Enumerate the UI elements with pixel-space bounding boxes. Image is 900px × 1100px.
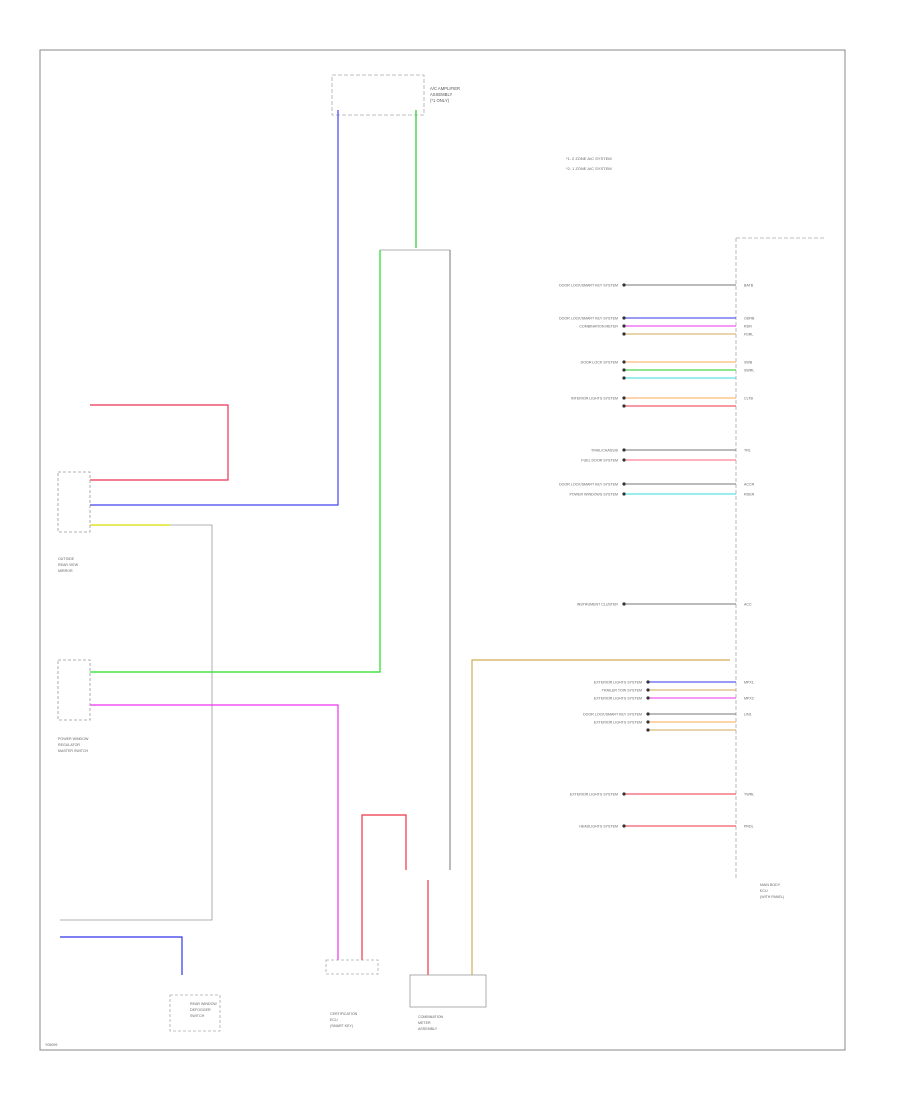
svg-text:ASSEMBLY: ASSEMBLY [418, 1027, 438, 1031]
ecu-system-label: FUEL DOOR SYSTEM [581, 459, 618, 463]
ecu-system-label: DOOR LOCK SYSTEM [581, 361, 618, 365]
ecu-system-label: COMBINATION METER [579, 325, 618, 329]
ecu-pin-label: BATB [744, 284, 754, 288]
svg-text:REGULATOR: REGULATOR [58, 743, 80, 747]
ecu-terminal [622, 368, 626, 372]
ecu-terminal [622, 396, 626, 400]
ecu-terminal [622, 283, 626, 287]
wire-green [90, 250, 381, 673]
svg-text:(WITH PANEL): (WITH PANEL) [760, 895, 784, 899]
svg-text:REAR WINDOW: REAR WINDOW [190, 1002, 217, 1006]
ecu-terminal [622, 602, 626, 606]
ecu-pin-label: SWB [744, 361, 753, 365]
ecu-terminal [622, 376, 626, 380]
ecu-system-label: DOOR LOCK/SMART KEY SYSTEM [559, 317, 618, 321]
ecu-pin-label: TRL [744, 449, 751, 453]
ecu-terminal [622, 316, 626, 320]
ecu-system-label: POWER WINDOWS SYSTEM [569, 493, 618, 497]
svg-text:ECU: ECU [760, 889, 768, 893]
ecu-terminal [646, 728, 650, 732]
svg-text:ASSEMBLY: ASSEMBLY [430, 92, 452, 97]
svg-text:OUTSIDE: OUTSIDE [58, 557, 75, 561]
wire-tan [471, 659, 730, 975]
wire-red-lower [361, 814, 407, 960]
a-c-amplifier-label: A/C AMPLIFIER [430, 86, 460, 91]
svg-text:ECU: ECU [330, 1018, 338, 1022]
footer-id: Y05099 [45, 1043, 57, 1047]
svg-text:MASTER SWITCH: MASTER SWITCH [58, 749, 89, 753]
svg-text:DEFOGGER: DEFOGGER [190, 1008, 211, 1012]
ecu-terminal [646, 712, 650, 716]
svg-text:CERTIFICATION: CERTIFICATION [330, 1012, 358, 1016]
main-body-ecu-label: MAIN BODY [760, 883, 781, 887]
svg-text:COMBINATION: COMBINATION [418, 1015, 443, 1019]
ecu-pin-label: RDR [744, 325, 752, 329]
ecu-system-label: TRAIL/CHASSIS [591, 449, 619, 453]
wire-blue-bottom [60, 936, 183, 975]
ecu-system-label: TRAILER TOW SYSTEM [602, 689, 642, 693]
ecu-wire-list: DOOR LOCK/SMART KEY SYSTEM BATB DOOR LOCK/… [559, 283, 755, 829]
diagram-frame [39, 49, 846, 1051]
ecu-system-label: INTERIOR LIGHTS SYSTEM [571, 397, 618, 401]
ecu-pin-label: SWRL [744, 369, 754, 373]
wire-gray-right [60, 524, 213, 921]
note-1: *1: 2 ZONE A/C SYSTEM [566, 156, 612, 161]
outside-rearview-switch: OUTSIDE REAR VIEW MIRROR [57, 471, 91, 573]
ecu-system-label: DOOR LOCK/SMART KEY SYSTEM [559, 284, 618, 288]
ecu-terminal [622, 458, 626, 462]
ecu-pin-label: ODRB [744, 317, 755, 321]
ecu-pin-label: LIN1 [744, 713, 752, 717]
ecu-terminal [622, 404, 626, 408]
wire-red-top [90, 404, 229, 481]
ecu-terminal [622, 448, 626, 452]
ecu-system-label: EXTERIOR LIGHTS SYSTEM [570, 793, 618, 797]
certification-ecu: CERTIFICATION ECU (SMART KEY) [325, 959, 379, 1028]
wire-blue [90, 110, 339, 506]
ecu-pin-label: TWRL [744, 793, 754, 797]
ecu-system-label: DOOR LOCK/SMART KEY SYSTEM [559, 483, 618, 487]
a-c-amplifier: A/C AMPLIFIER ASSEMBLY (*1 ONLY) [331, 74, 460, 116]
ecu-pin-label: RDER [744, 493, 755, 497]
ecu-pin-label: MPX1 [744, 681, 754, 685]
ecu-pin-label: PRDL [744, 825, 754, 829]
ecu-system-label: EXTERIOR LIGHTS SYSTEM [594, 721, 642, 725]
svg-text:SWITCH: SWITCH [190, 1014, 205, 1018]
svg-text:MIRROR: MIRROR [58, 569, 73, 573]
rear-window-switch: REAR WINDOW DEFOGGER SWITCH [169, 994, 221, 1032]
ecu-terminal [622, 332, 626, 336]
svg-text:(*1 ONLY): (*1 ONLY) [430, 98, 450, 103]
ecu-terminal [622, 360, 626, 364]
combination-meter: COMBINATION METER ASSEMBLY [409, 974, 487, 1031]
svg-text:POWER WINDOW: POWER WINDOW [58, 737, 89, 741]
ecu-terminal [622, 792, 626, 796]
ecu-pin-label: ACC [744, 603, 752, 607]
wire-magenta [90, 704, 339, 960]
ecu-pin-label: CLTB [744, 397, 754, 401]
ecu-system-label: EXTERIOR LIGHTS SYSTEM [594, 697, 642, 701]
note-2: *2: 1 ZONE A/C SYSTEM [566, 166, 612, 171]
ecu-system-label: INSTRUMENT CLUSTER [577, 603, 619, 607]
ecu-system-label: HEADLIGHTS SYSTEM [579, 825, 618, 829]
ecu-terminal [622, 482, 626, 486]
power-window-switch: POWER WINDOW REGULATOR MASTER SWITCH [57, 659, 91, 753]
main-body-ecu: MAIN BODY ECU (WITH PANEL) [735, 237, 824, 899]
ecu-terminal [622, 824, 626, 828]
ecu-terminal [646, 688, 650, 692]
svg-text:(SMART KEY): (SMART KEY) [330, 1024, 353, 1028]
ecu-pin-label: MPX2 [744, 697, 754, 701]
svg-text:METER: METER [418, 1021, 431, 1025]
ecu-terminal [646, 696, 650, 700]
ecu-system-label: EXTERIOR LIGHTS SYSTEM [594, 681, 642, 685]
ecu-system-label: DOOR LOCK/SMART KEY SYSTEM [583, 713, 642, 717]
ecu-pin-label: ACCR [744, 483, 755, 487]
ecu-terminal [622, 324, 626, 328]
ecu-terminal [646, 680, 650, 684]
ecu-pin-label: FDRL [744, 333, 753, 337]
svg-text:REAR VIEW: REAR VIEW [58, 563, 79, 567]
ecu-terminal [646, 720, 650, 724]
ecu-terminal [622, 492, 626, 496]
